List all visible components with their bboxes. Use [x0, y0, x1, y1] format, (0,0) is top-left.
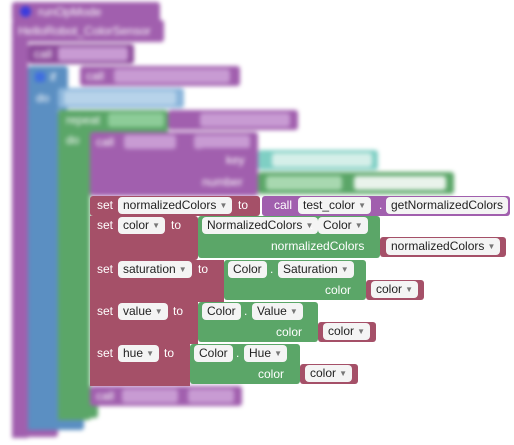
key-label: key [226, 153, 245, 167]
color-hue-block[interactable]: Color . Hue▼ color [190, 344, 300, 384]
if-footer [28, 418, 84, 430]
device-dropdown-test-color[interactable]: test_color▼ [298, 197, 372, 214]
triangle-down-icon: ▼ [219, 201, 228, 210]
set-label: set [97, 304, 114, 318]
opmode-active-call[interactable]: call [80, 66, 240, 86]
telemetry-update-block[interactable]: call [90, 386, 242, 406]
gear-icon[interactable] [35, 72, 45, 82]
argument-label-color: color [325, 283, 352, 297]
set-label: set [97, 218, 114, 232]
triangle-down-icon: ▼ [358, 201, 367, 210]
triangle-down-icon: ▼ [357, 327, 366, 336]
triangle-down-icon: ▼ [146, 349, 155, 358]
number-label: number [202, 175, 243, 189]
set-value-block[interactable]: set value▼ to [90, 302, 198, 344]
variable-dropdown-color-arg[interactable]: color▼ [323, 323, 371, 340]
hardware-label: HelloRobot_ColorSensor [18, 24, 151, 38]
procedure-mode-label: runOpMode [38, 5, 102, 19]
get-color-var-block[interactable]: color▼ [366, 280, 424, 300]
get-color-var-block[interactable]: color▼ [318, 322, 376, 342]
variable-dropdown-normalized-colors-arg[interactable]: normalizedColors▼ [386, 238, 501, 255]
light-detected-block[interactable] [258, 172, 454, 194]
do-label-2: do [66, 133, 80, 147]
normalized-colors-color-block[interactable]: NormalizedColors▼ . Color▼ normalizedCol… [198, 216, 380, 258]
call-label: call [34, 47, 53, 61]
argument-label-color: color [276, 325, 303, 339]
property-dropdown-saturation[interactable]: Saturation▼ [278, 261, 354, 278]
call-get-normalized-colors-block[interactable]: call test_color▼ . getNormalizedColors [262, 196, 510, 216]
get-color-var-block[interactable]: color▼ [300, 364, 358, 384]
argument-label-color: color [258, 367, 285, 381]
dot-separator: . [310, 218, 314, 232]
repeat-footer [58, 404, 98, 418]
set-label: set [97, 198, 114, 212]
color-saturation-block[interactable]: Color . Saturation▼ color [224, 260, 366, 300]
dot-separator: . [379, 198, 383, 212]
repeat-label: repeat [66, 113, 101, 127]
triangle-down-icon: ▼ [305, 221, 314, 230]
variable-dropdown-saturation[interactable]: saturation▼ [118, 261, 192, 278]
to-label: to [173, 304, 184, 318]
triangle-down-icon: ▼ [154, 307, 163, 316]
triangle-down-icon: ▼ [354, 221, 363, 230]
property-dropdown-hue[interactable]: Hue▼ [244, 345, 288, 362]
object-color[interactable]: Color [202, 303, 241, 320]
property-dropdown-color[interactable]: Color▼ [318, 217, 368, 234]
get-normalized-colors-var-block[interactable]: normalizedColors▼ [380, 237, 506, 257]
to-label: to [238, 198, 249, 212]
set-saturation-block[interactable]: set saturation▼ to [90, 260, 224, 302]
object-dropdown-normalized-colors[interactable]: NormalizedColors▼ [202, 217, 319, 234]
set-label: set [97, 262, 114, 276]
triangle-down-icon: ▼ [289, 307, 298, 316]
set-label: set [97, 346, 114, 360]
variable-dropdown-color-arg[interactable]: color▼ [305, 365, 353, 382]
to-label: to [171, 218, 182, 232]
procedure-header[interactable]: runOpMode [12, 2, 160, 22]
property-dropdown-value[interactable]: Value▼ [252, 303, 303, 320]
hardware-comment: HelloRobot_ColorSensor [12, 20, 164, 42]
method-get-normalized-colors[interactable]: getNormalizedColors [386, 197, 509, 214]
if-label: if [50, 70, 56, 84]
object-color[interactable]: Color [228, 261, 267, 278]
variable-dropdown-color-arg[interactable]: color▼ [371, 281, 419, 298]
do-label: do [36, 91, 50, 105]
variable-dropdown-value[interactable]: value▼ [118, 303, 168, 320]
dot-separator: . [244, 304, 248, 318]
to-label: to [198, 262, 209, 276]
repeat-spine [58, 148, 90, 420]
set-normalized-colors-block[interactable]: set normalizedColors▼ to [90, 196, 260, 216]
procedure-spine [12, 40, 28, 438]
set-hue-block[interactable]: set hue▼ to [90, 344, 190, 386]
triangle-down-icon: ▼ [487, 242, 496, 251]
dot-separator: . [270, 262, 274, 276]
triangle-down-icon: ▼ [340, 265, 349, 274]
triangle-down-icon: ▼ [178, 265, 187, 274]
variable-dropdown-hue[interactable]: hue▼ [118, 345, 160, 362]
if-spine [28, 108, 58, 430]
to-label: to [164, 346, 175, 360]
variable-dropdown-normalized-colors[interactable]: normalizedColors▼ [118, 197, 233, 214]
key-text-block[interactable] [258, 150, 378, 170]
wait-for-start-block[interactable]: call [28, 44, 134, 64]
triangle-down-icon: ▼ [152, 221, 161, 230]
collapse-toggle-icon[interactable] [20, 6, 31, 17]
triangle-down-icon: ▼ [274, 349, 283, 358]
object-color[interactable]: Color [194, 345, 233, 362]
variable-dropdown-color[interactable]: color▼ [118, 217, 166, 234]
call-label: call [274, 198, 293, 212]
argument-label-normalized-colors: normalizedColors [271, 239, 365, 253]
triangle-down-icon: ▼ [405, 285, 414, 294]
dot-separator: . [236, 346, 240, 360]
opmode-active-call-2[interactable] [168, 110, 298, 130]
color-value-block[interactable]: Color . Value▼ color [198, 302, 318, 342]
put-run-blocks-comment[interactable] [58, 88, 184, 108]
set-color-block[interactable]: set color▼ to [90, 216, 198, 260]
triangle-down-icon: ▼ [339, 369, 348, 378]
